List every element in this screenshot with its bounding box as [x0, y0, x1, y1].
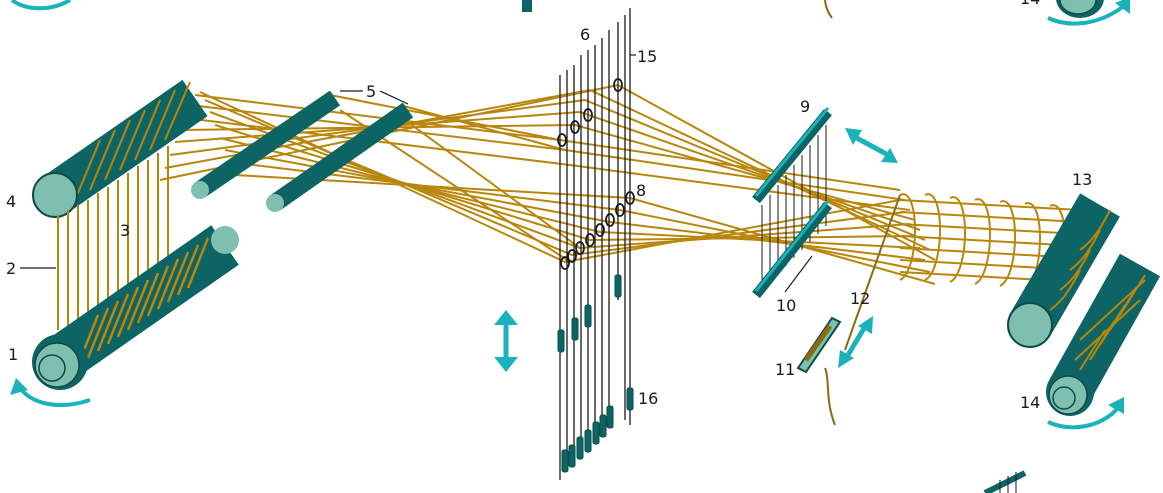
label-14-top: 14 [1020, 0, 1040, 8]
cropped-part-top [522, 0, 532, 12]
label-13: 13 [1072, 170, 1092, 189]
label-15: 15 [637, 47, 657, 66]
warp-threads [159, 83, 936, 285]
curved-arrow-icon [10, 378, 91, 407]
leader-lines [20, 54, 813, 293]
curved-arrow-icon [10, 0, 72, 11]
labels: 1 2 3 4 5 6 8 9 10 11 12 13 14 14 15 16 [6, 0, 1092, 412]
label-11: 11 [775, 360, 795, 379]
back-beam [32, 79, 208, 218]
lease-rods [191, 90, 414, 212]
label-9: 9 [800, 97, 810, 116]
shuttle [796, 194, 901, 426]
heddle-wires [559, 8, 631, 480]
label-2: 2 [6, 259, 16, 278]
label-10: 10 [776, 296, 796, 315]
reed [752, 107, 832, 299]
cropped-part-bottom-right [983, 470, 1027, 493]
warp-sheet [57, 146, 169, 330]
heddle-eyes [557, 78, 635, 270]
double-arrow-diagonal-icon [838, 316, 873, 368]
warp-beam [32, 225, 239, 390]
label-8: 8 [636, 181, 646, 200]
curved-arrow-icon [1047, 397, 1124, 430]
label-14-bottom: 14 [1020, 393, 1040, 412]
label-3: 3 [120, 221, 130, 240]
cloth-beam-top [1056, 0, 1104, 18]
cloth-beam [1046, 253, 1161, 416]
label-6: 6 [580, 25, 590, 44]
label-4: 4 [6, 192, 16, 211]
label-16: 16 [638, 389, 658, 408]
curved-arrow-icon [1047, 0, 1130, 26]
label-12: 12 [850, 289, 870, 308]
breast-beam [1007, 193, 1120, 348]
double-arrow-diagonal-icon [845, 128, 898, 163]
double-arrow-vertical-icon [494, 310, 518, 372]
label-5: 5 [366, 82, 376, 101]
heddle-weights [557, 274, 634, 473]
label-1: 1 [8, 345, 18, 364]
cropped-thread-top [824, 0, 833, 19]
